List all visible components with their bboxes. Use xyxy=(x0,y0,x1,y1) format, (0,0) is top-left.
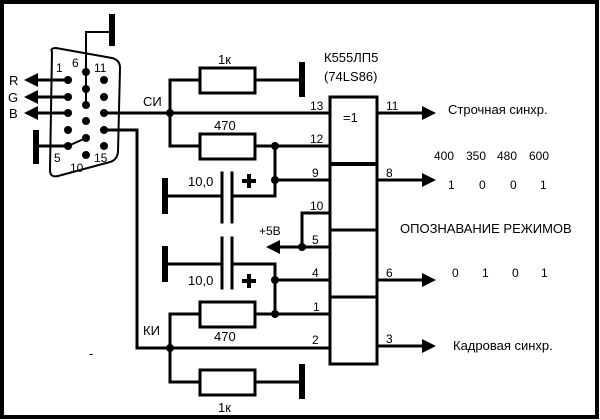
arrow-out-3-icon xyxy=(422,339,436,353)
pin-13: 13 xyxy=(310,99,324,113)
vga-connector: 1 6 11 5 10 15 R G B xyxy=(8,14,122,178)
net-label-vsync: КИ xyxy=(143,323,160,338)
resistor-label-470-bottom: 470 xyxy=(214,329,236,344)
stray-mark: - xyxy=(89,346,93,361)
pin-label-15: 15 xyxy=(94,151,108,165)
resistor-1k-top xyxy=(198,66,257,95)
ic-outputs xyxy=(375,106,436,353)
arrow-b-icon xyxy=(24,106,38,120)
pin-10: 10 xyxy=(310,199,324,213)
mode-350: 350 xyxy=(466,149,486,163)
pin-9: 9 xyxy=(312,166,319,180)
pin6-bit: 1 xyxy=(541,266,548,280)
mode-400: 400 xyxy=(434,149,454,163)
pin-1: 1 xyxy=(313,300,320,314)
signal-g-label: G xyxy=(8,90,18,105)
hsync-output-label: Строчная синхр. xyxy=(448,102,548,117)
pin-label-11: 11 xyxy=(94,61,107,75)
resistor-label-1k-bottom: 1к xyxy=(218,400,231,415)
pin-4: 4 xyxy=(312,266,319,280)
resistor-label-1k-top: 1к xyxy=(218,52,231,67)
supply-label: +5В xyxy=(259,224,281,238)
capacitor-label-top: 10,0 xyxy=(188,174,213,189)
pin-8: 8 xyxy=(386,166,393,180)
signal-b-label: B xyxy=(9,106,18,121)
mode-600: 600 xyxy=(529,149,549,163)
pin8-bit: 0 xyxy=(510,178,517,192)
resistor-470-top xyxy=(198,132,257,161)
pin8-bit: 1 xyxy=(448,178,455,192)
hsync-net xyxy=(102,62,332,224)
resistor-label-470-top: 470 xyxy=(214,118,236,133)
pin-2: 2 xyxy=(312,333,319,347)
net-label-hsync: СИ xyxy=(143,94,162,109)
mode-table: 400 350 480 600 1 0 0 1 0 1 0 1 xyxy=(434,149,549,280)
signal-r-label: R xyxy=(9,73,18,88)
pin6-bit: 0 xyxy=(452,266,459,280)
capacitor-label-bottom: 10,0 xyxy=(188,273,213,288)
pin-11: 11 xyxy=(386,99,399,113)
supply-arrow-icon xyxy=(266,240,280,254)
ic-gate-symbol: =1 xyxy=(343,110,358,125)
polarity-plus-bottom-icon xyxy=(242,274,256,288)
rgb-outputs xyxy=(24,73,70,120)
vsync-output-label: Кадровая синхр. xyxy=(453,338,553,353)
resistor-1k-bottom xyxy=(198,368,257,397)
pin-3: 3 xyxy=(386,332,393,346)
supply-net xyxy=(266,211,332,254)
arrow-g-icon xyxy=(24,90,38,104)
resistor-470-bottom xyxy=(198,300,257,329)
pin-label-6: 6 xyxy=(72,56,79,70)
mode-480: 480 xyxy=(497,149,517,163)
pin-5: 5 xyxy=(312,233,319,247)
pin6-bit: 0 xyxy=(512,266,519,280)
pin-6: 6 xyxy=(386,266,393,280)
pin6-bit: 1 xyxy=(482,266,489,280)
ic-part-number: К555ЛП5 xyxy=(324,50,378,65)
pin-label-1: 1 xyxy=(56,61,63,75)
pin8-bit: 0 xyxy=(479,178,486,192)
arrow-r-icon xyxy=(24,73,38,87)
pin-label-10: 10 xyxy=(70,161,84,175)
vsync-net xyxy=(102,128,332,399)
arrow-out-8-icon xyxy=(422,173,436,187)
pin-12: 12 xyxy=(310,132,324,146)
arrow-out-6-icon xyxy=(422,273,436,287)
polarity-plus-top-icon xyxy=(242,174,256,188)
ic-k555lp5 xyxy=(328,95,379,366)
arrow-out-11-icon xyxy=(422,106,436,120)
pin-label-5: 5 xyxy=(54,151,61,165)
ic-equivalent: (74LS86) xyxy=(324,69,377,84)
mode-detect-title: ОПОЗНАВАНИЕ РЕЖИМОВ xyxy=(400,221,572,236)
connector-shell xyxy=(48,46,122,178)
pin8-bit: 1 xyxy=(540,178,547,192)
